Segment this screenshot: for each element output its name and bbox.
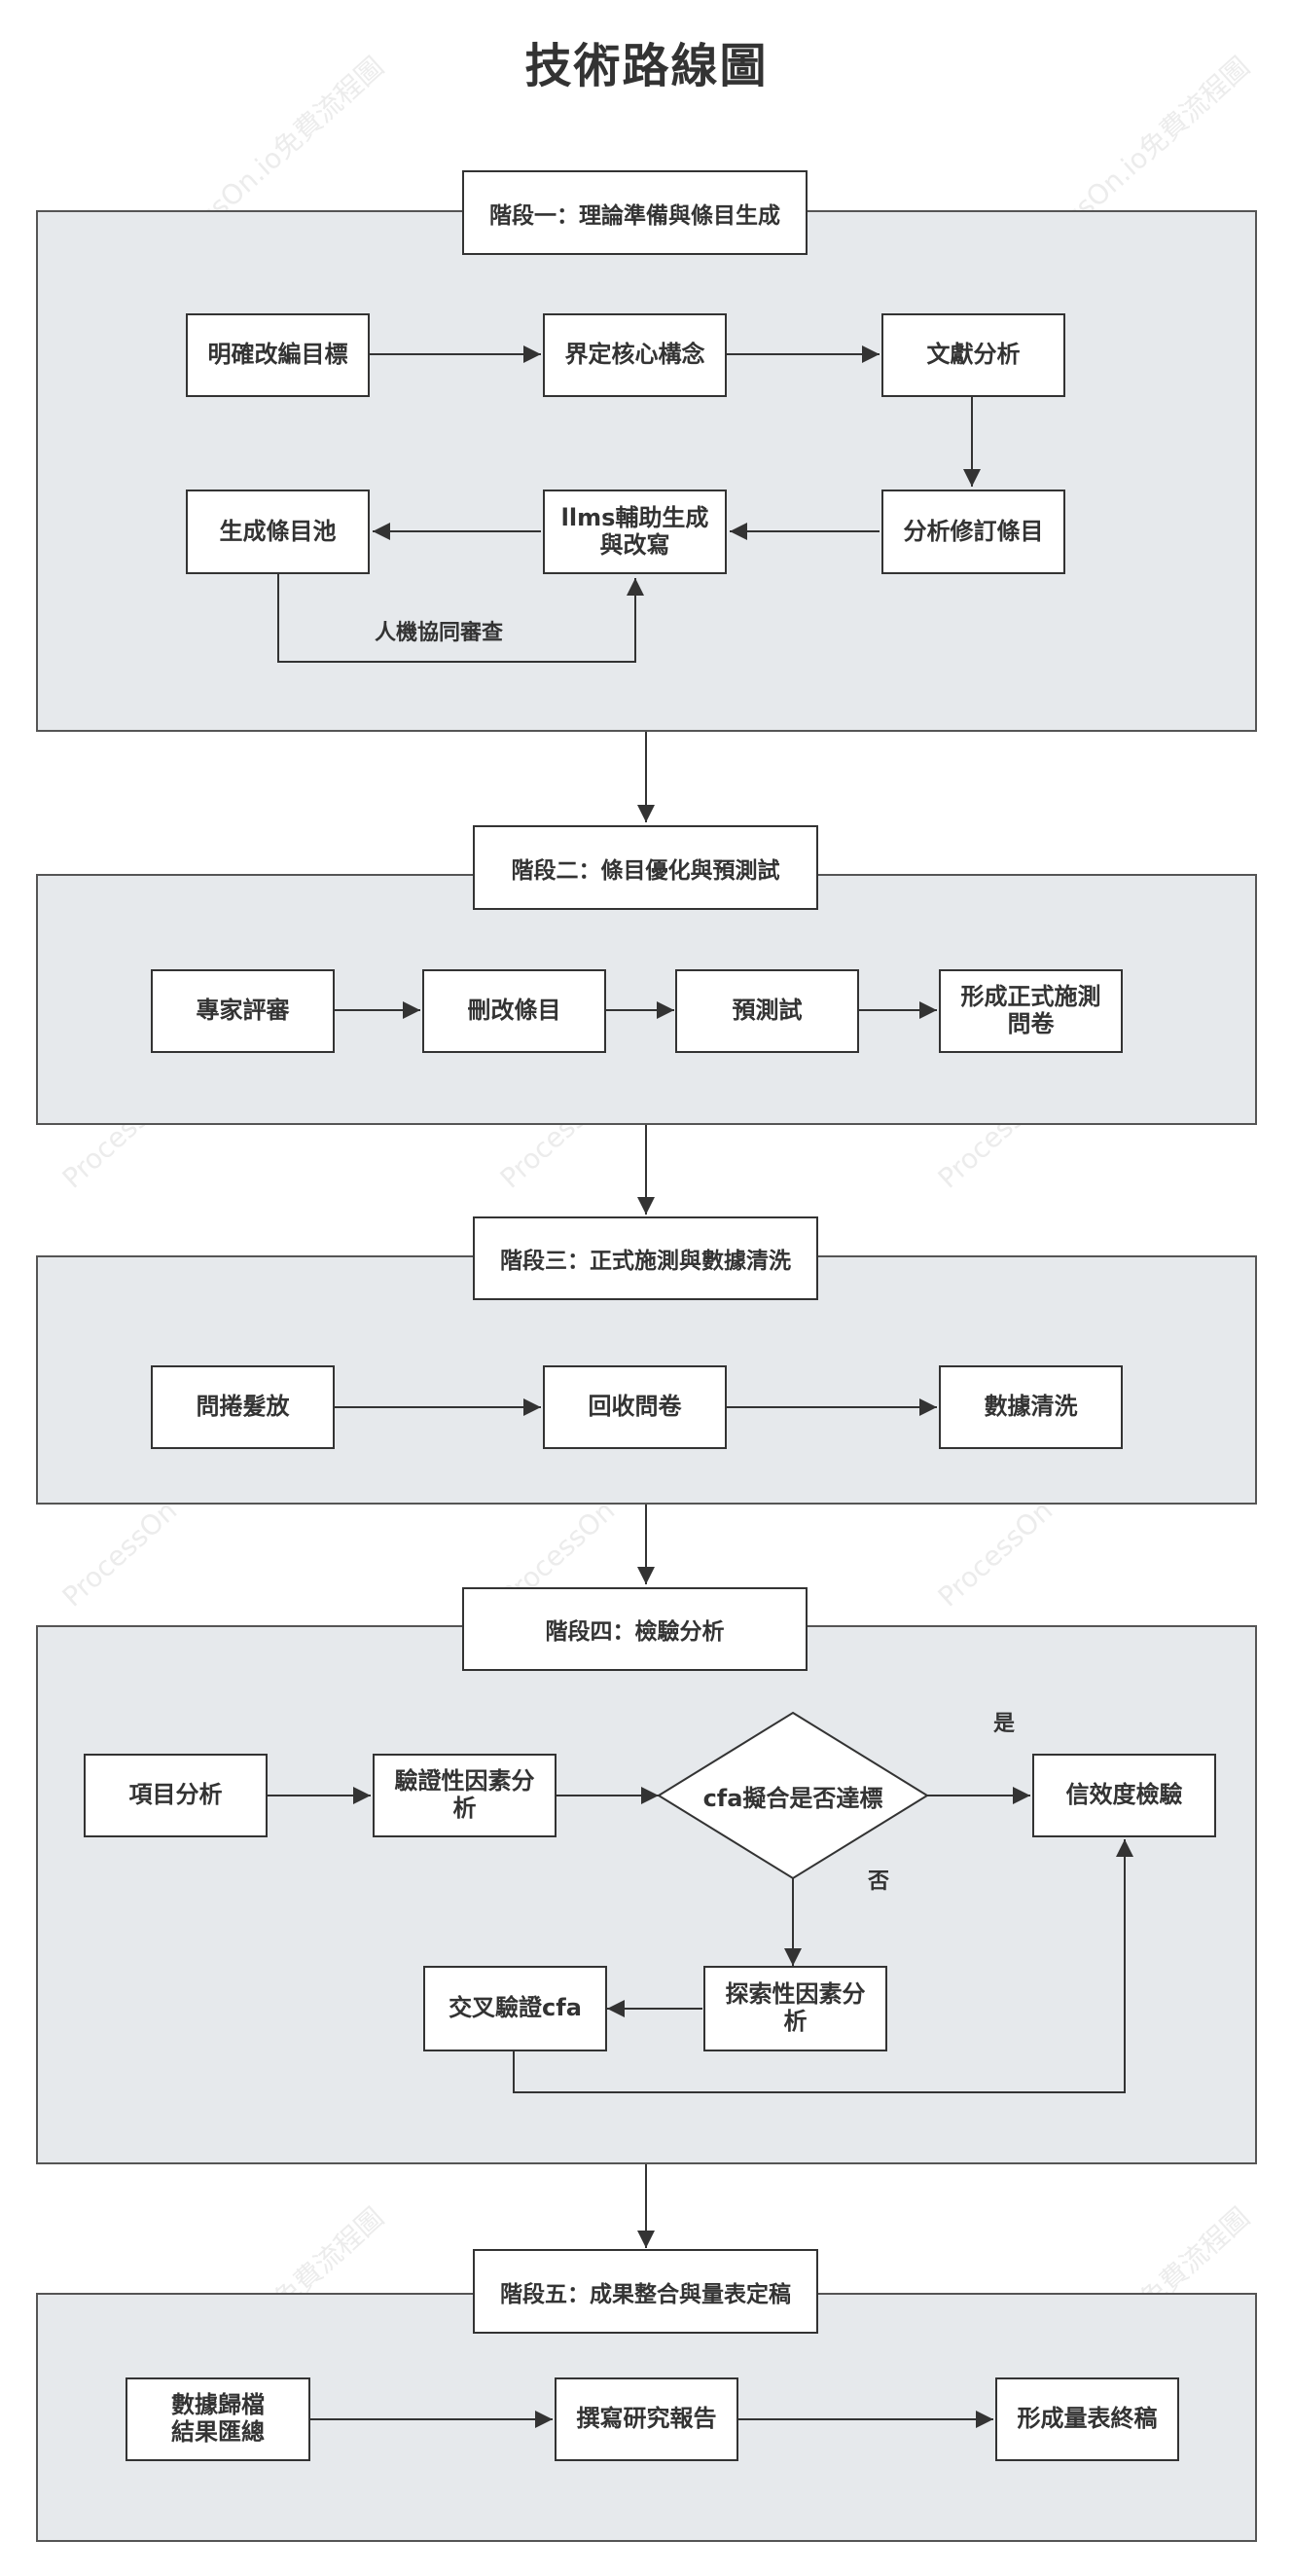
node-reliability-validity: 信效度檢驗 [1032,1754,1216,1837]
node-write-report: 撰寫研究報告 [555,2377,738,2461]
node-final-scale: 形成量表終稿 [995,2377,1179,2461]
node-cfa: 驗證性因素分 析 [373,1754,557,1837]
stage-4-label: 階段四：檢驗分析 [462,1587,808,1671]
node-pretest: 預測試 [675,969,859,1053]
node-cross-validate-cfa: 交叉驗證cfa [423,1966,607,2051]
decision-cfa-fit-text: cfa擬合是否達標 [702,1784,883,1812]
node-item-analysis: 項目分析 [84,1754,268,1837]
node-efa: 探索性因素分 析 [703,1966,887,2051]
loop-label-review: 人機協同審查 [375,621,504,645]
stage-1-label: 階段一：理論準備與條目生成 [462,170,808,255]
stage-4-container [36,1625,1257,2164]
stage-5-label: 階段五：成果整合與量表定稿 [473,2249,818,2334]
node-formal-questionnaire: 形成正式施測 問卷 [939,969,1123,1053]
node-archive-summary-text: 數據歸檔 結果匯總 [171,2391,265,2446]
node-clarify-goal: 明確改編目標 [186,313,370,397]
node-formal-questionnaire-text: 形成正式施測 問卷 [960,983,1101,1037]
decision-diamond [657,1711,929,1880]
node-literature-analysis: 文獻分析 [881,313,1065,397]
node-revise-items: 刪改條目 [422,969,606,1053]
node-analyze-revise-items: 分析修訂條目 [881,490,1065,574]
no-label: 否 [868,1869,890,1894]
node-archive-summary: 數據歸檔 結果匯總 [126,2377,310,2461]
node-cfa-text: 驗證性因素分 析 [394,1767,535,1822]
node-expert-review: 專家評審 [151,969,335,1053]
node-data-cleaning: 數據清洗 [939,1365,1123,1449]
node-distribute-questionnaire: 問捲髮放 [151,1365,335,1449]
yes-label: 是 [993,1712,1016,1736]
node-llm-assist: llms輔助生成 與改寫 [543,490,727,574]
page-title: 技術路線圖 [524,39,769,93]
node-collect-questionnaire: 回收問卷 [543,1365,727,1449]
node-efa-text: 探索性因素分 析 [725,1980,866,2035]
node-define-construct: 界定核心構念 [543,313,727,397]
stage-2-label: 階段二：條目優化與預測試 [473,825,818,910]
node-item-pool: 生成條目池 [186,490,370,574]
stage-1-container [36,210,1257,732]
stage-3-label: 階段三：正式施測與數據清洗 [473,1216,818,1300]
node-llm-assist-text: llms輔助生成 與改寫 [560,503,709,559]
